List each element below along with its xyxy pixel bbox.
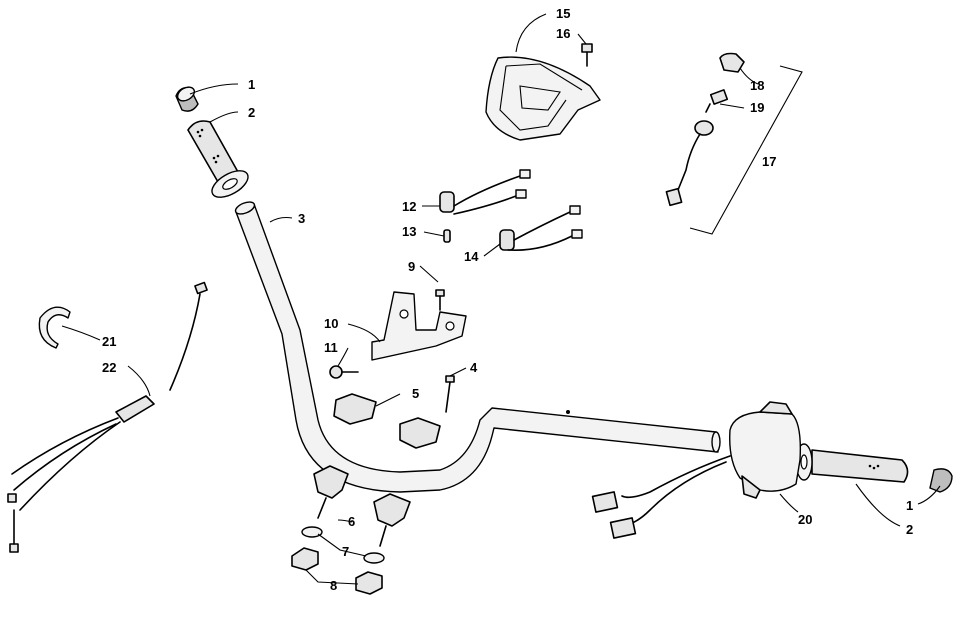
washer-right[interactable] (363, 552, 385, 564)
callout-13: 13 (402, 224, 416, 239)
ignition-switch[interactable] (665, 120, 714, 207)
right-grip[interactable] (795, 443, 909, 483)
callout-22: 22 (102, 360, 116, 375)
callout-3: 3 (298, 211, 305, 226)
cover-screw[interactable] (581, 43, 593, 67)
callout-12: 12 (402, 199, 416, 214)
bracket-bolt-11[interactable] (329, 365, 359, 379)
callouts: 1 2 3 4 5 6 7 8 9 10 11 12 13 14 15 16 1… (102, 6, 913, 593)
leader-lines (61, 13, 941, 585)
upper-clamp-right[interactable] (399, 417, 441, 449)
callout-21: 21 (102, 334, 116, 349)
hand-switch-housing[interactable] (591, 401, 802, 539)
callout-6: 6 (348, 514, 355, 529)
cable-clamp[interactable] (38, 306, 71, 349)
switch-14[interactable] (499, 205, 583, 252)
right-end-cap[interactable] (929, 468, 953, 493)
left-grip[interactable] (187, 120, 252, 203)
callout-2-left: 2 (248, 105, 255, 120)
pin-13[interactable] (443, 229, 451, 243)
ignition-key-blade[interactable] (705, 89, 729, 113)
callout-20: 20 (798, 512, 812, 527)
callout-9: 9 (408, 259, 415, 274)
riser-left[interactable] (313, 465, 349, 519)
callout-4: 4 (470, 360, 478, 375)
callout-10: 10 (324, 316, 338, 331)
callout-8: 8 (330, 578, 337, 593)
bracket-bolt-9[interactable] (435, 289, 445, 311)
ignition-bracket-line (689, 65, 803, 235)
washer-left[interactable] (301, 526, 323, 538)
callout-16: 16 (556, 26, 570, 41)
callout-7: 7 (342, 544, 349, 559)
callout-1-left: 1 (248, 77, 255, 92)
callout-5: 5 (412, 386, 419, 401)
handlebar-cover[interactable] (485, 56, 601, 141)
handlebar[interactable] (234, 200, 721, 493)
nut-right[interactable] (355, 571, 383, 595)
callout-15: 15 (556, 6, 570, 21)
switch-12[interactable] (439, 169, 531, 215)
callout-11: 11 (324, 340, 338, 355)
callout-19: 19 (750, 100, 764, 115)
nut-left[interactable] (291, 547, 319, 571)
callout-18: 18 (750, 78, 764, 93)
riser-right[interactable] (373, 493, 411, 547)
upper-clamp-left[interactable] (333, 393, 377, 425)
mounting-bracket[interactable] (371, 291, 467, 361)
left-end-cap[interactable] (175, 84, 199, 112)
callout-17: 17 (762, 154, 776, 169)
throttle-cable[interactable] (7, 281, 208, 553)
callout-14: 14 (464, 249, 479, 264)
callout-1-right: 1 (906, 498, 913, 513)
clamp-bolt-4[interactable] (445, 375, 455, 413)
callout-2-right: 2 (906, 522, 913, 537)
